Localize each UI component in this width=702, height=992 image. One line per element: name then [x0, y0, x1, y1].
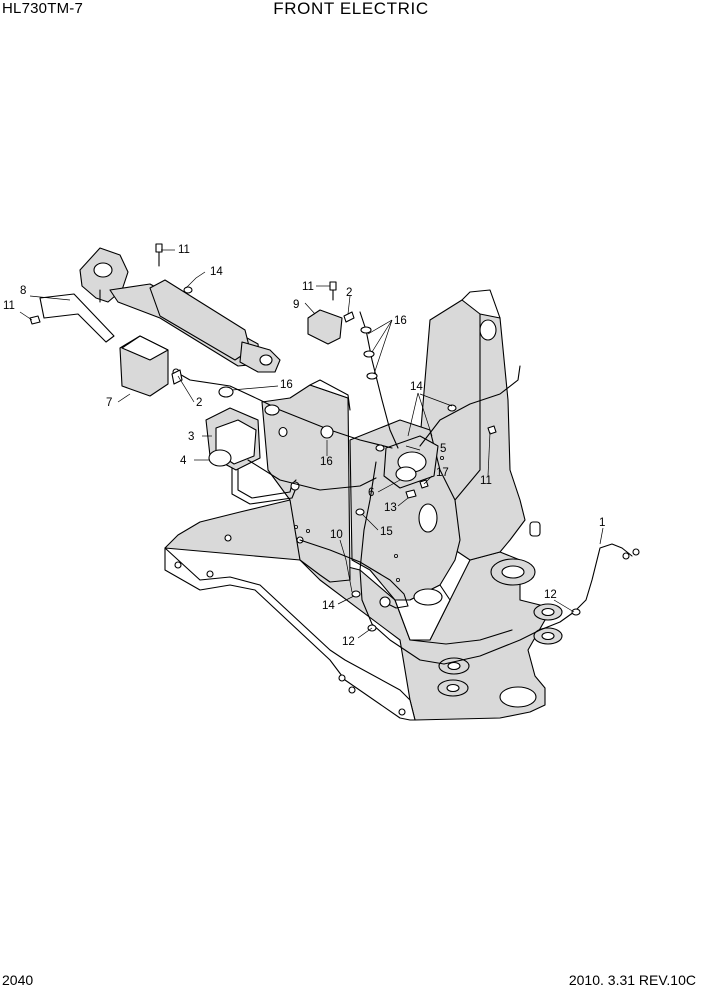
callout-12-b: 12	[342, 636, 355, 648]
strap-part	[39, 293, 115, 343]
front-frame	[164, 289, 563, 721]
page-title: FRONT ELECTRIC	[273, 0, 429, 18]
bolts	[29, 243, 497, 499]
callout-16-c: 16	[320, 456, 333, 468]
callout-14-b: 14	[410, 381, 423, 393]
callout-2-b: 2	[196, 397, 202, 409]
callout-3: 3	[188, 431, 194, 443]
callout-5: 5	[440, 443, 446, 455]
callout-11-b: 11	[3, 300, 15, 312]
callout-17: 17	[436, 467, 449, 479]
callout-14-a: 14	[210, 266, 223, 278]
callout-7: 7	[106, 397, 112, 409]
callout-11-d: 11	[480, 475, 492, 487]
callout-12-a: 12	[544, 589, 557, 601]
callout-11-c: 11	[302, 281, 314, 293]
revision-stamp: 2010. 3.31 REV.10C	[568, 972, 696, 988]
callout-9: 9	[293, 299, 299, 311]
callout-labels: 11 14 8 11 2 11 9 16 7 2 16 3 4 16 14 5 …	[3, 244, 605, 648]
callout-11-a: 11	[178, 244, 190, 256]
callout-10: 10	[330, 529, 343, 541]
callout-1: 1	[599, 517, 605, 529]
wire-clips	[183, 286, 581, 632]
callout-16-a: 16	[394, 315, 407, 327]
callout-6: 6	[368, 487, 374, 499]
callout-15: 15	[380, 526, 393, 538]
callout-4: 4	[180, 455, 187, 467]
callout-16-b: 16	[280, 379, 293, 391]
ring-bracket	[208, 449, 232, 467]
leader-lines	[19, 249, 604, 639]
steering-cylinder	[79, 247, 281, 373]
junction-box	[307, 309, 343, 345]
page-number: 2040	[2, 972, 34, 988]
model-code: HL730TM-7	[2, 0, 83, 17]
callout-2-a: 2	[346, 287, 352, 299]
callout-13: 13	[384, 502, 397, 514]
callout-14-c: 14	[322, 600, 335, 612]
callout-8: 8	[20, 285, 26, 297]
